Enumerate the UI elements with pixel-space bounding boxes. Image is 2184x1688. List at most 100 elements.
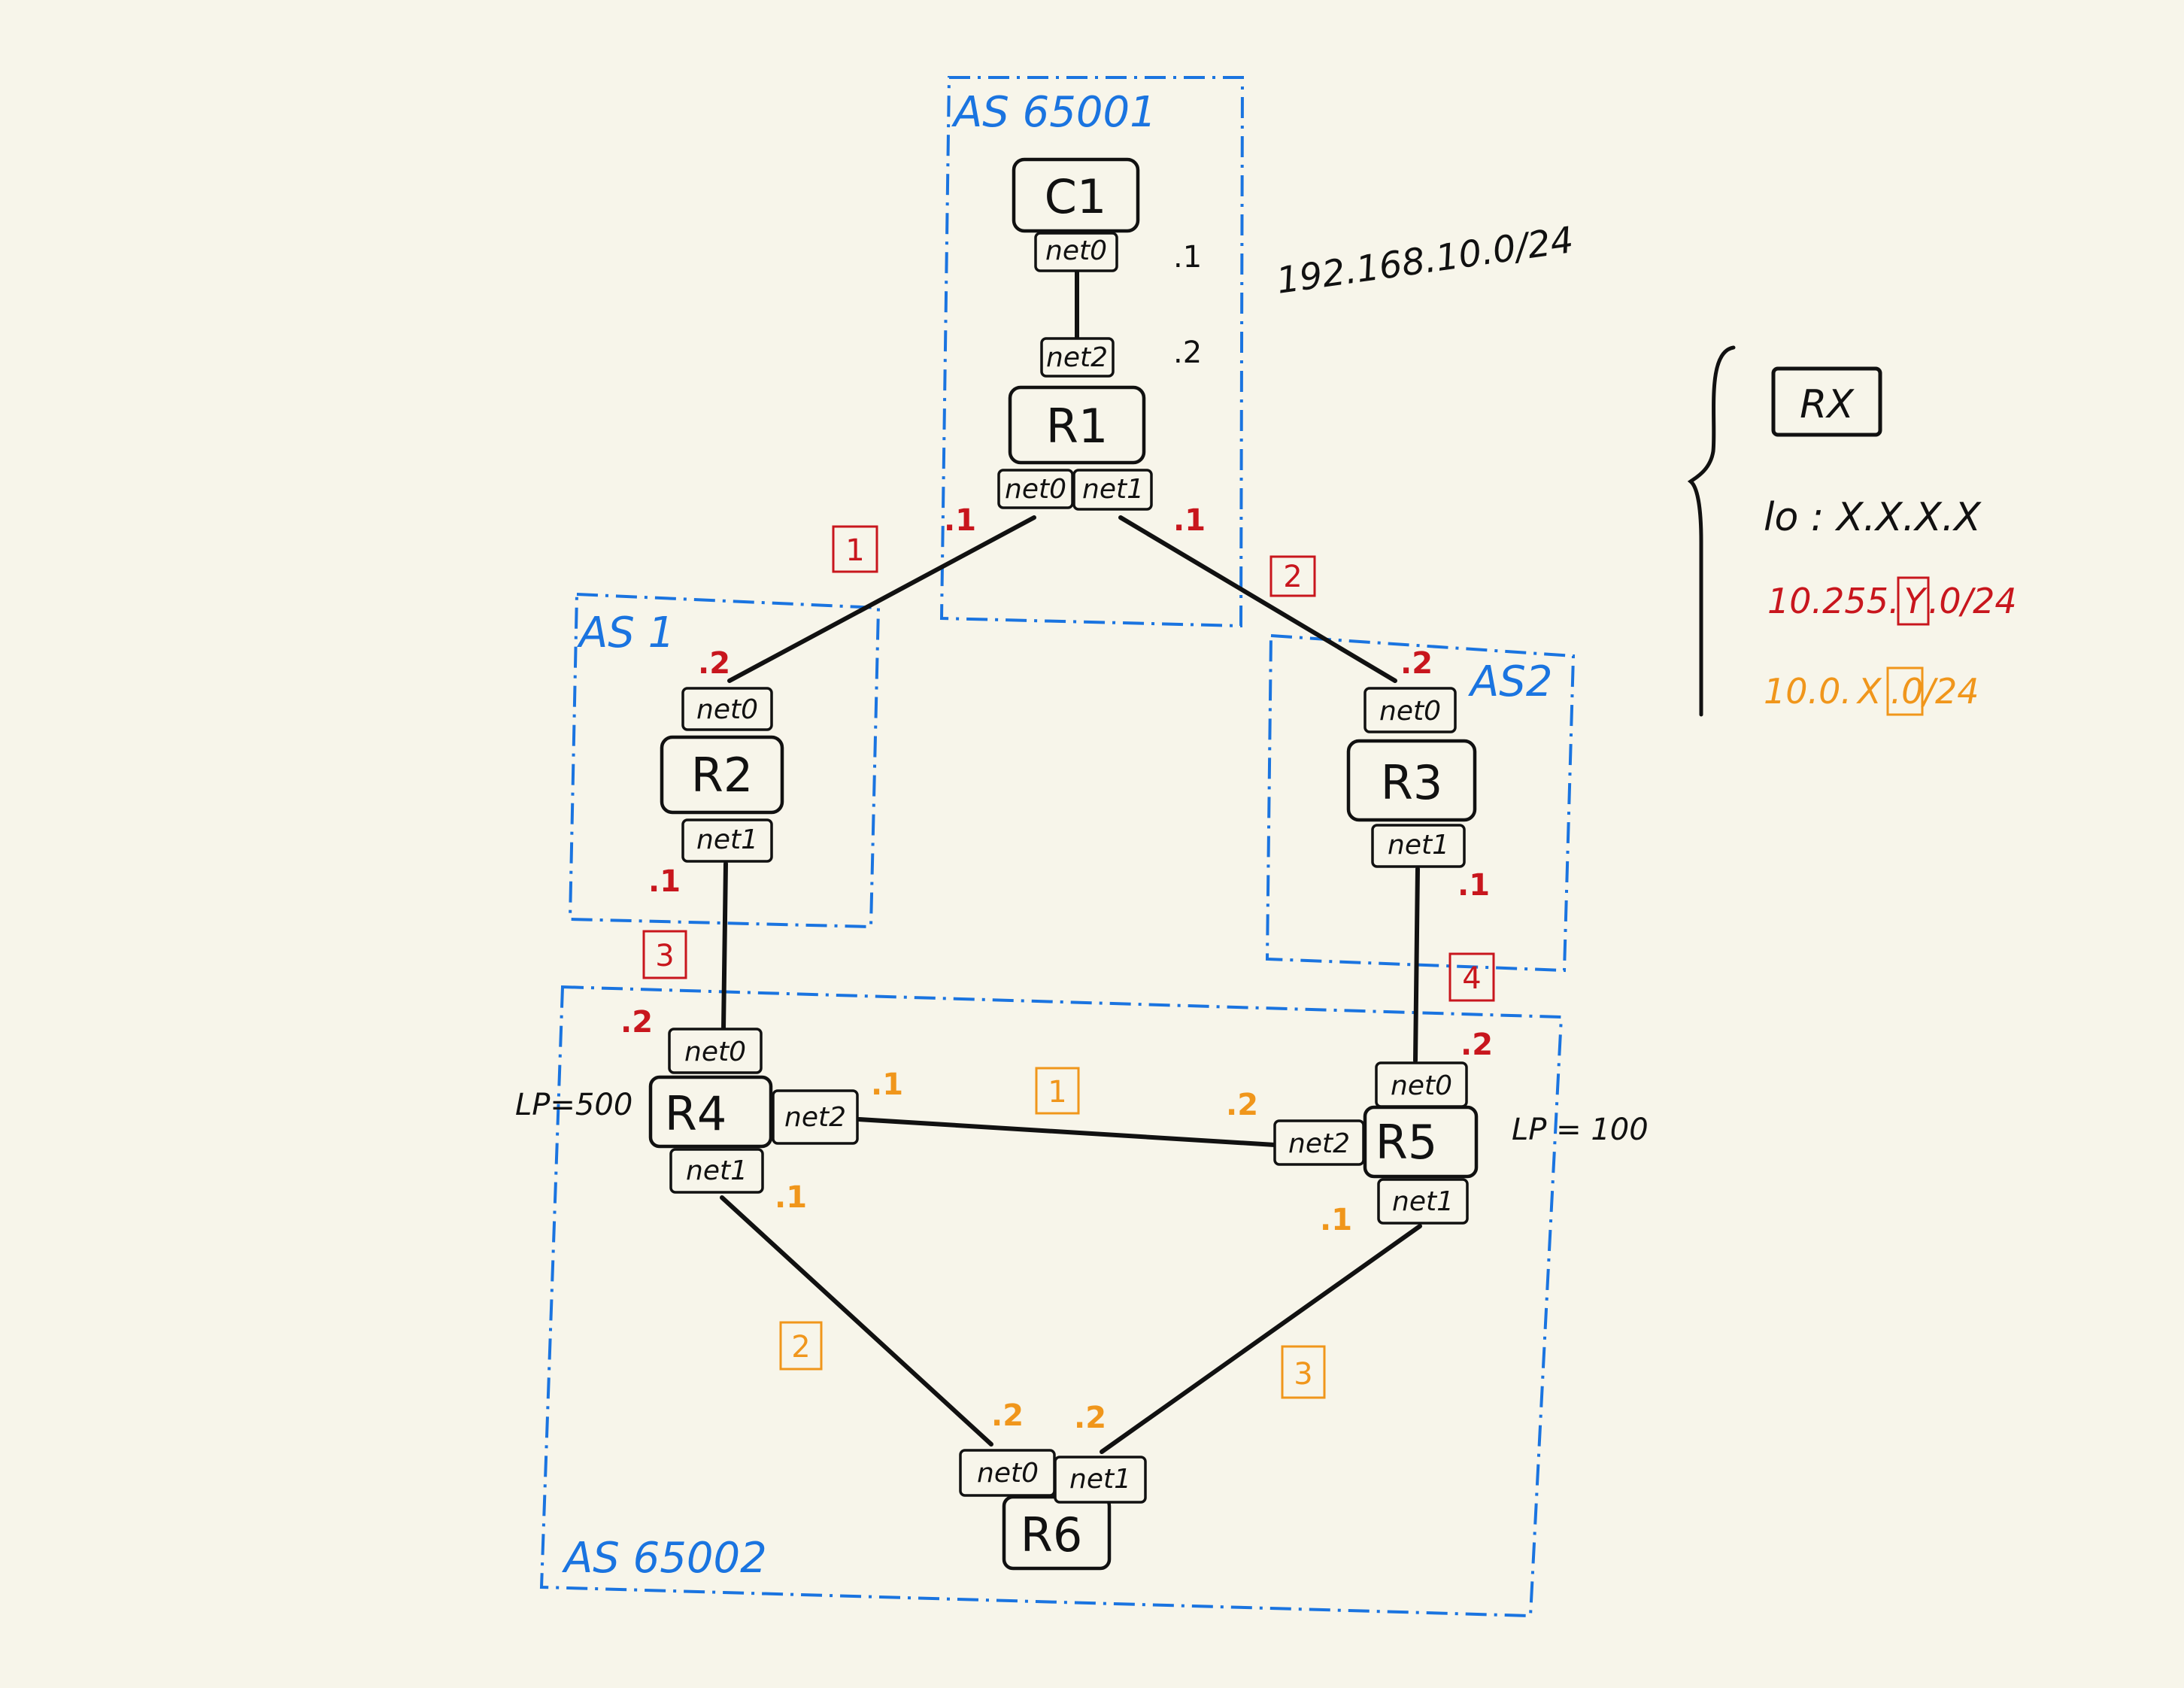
as-65002-label: AS 65002 [562, 1534, 767, 1583]
router-r2[interactable]: R2 [660, 735, 784, 815]
addr-r1-net0: .1 [944, 503, 976, 538]
iface-r5-net2[interactable]: net2 [1273, 1119, 1365, 1166]
host-addresses: .1 .2 .1 .1 .2 .1 .2 .1 .2 .1 .1 .2 .2 .… [620, 240, 1493, 1435]
legend-router-label: RX [1800, 382, 1855, 427]
iface-r4-net1-label: net1 [686, 1155, 748, 1186]
router-r2-label: R2 [691, 748, 754, 803]
iface-r1-net0[interactable]: net0 [997, 469, 1074, 509]
iface-r1-net1[interactable]: net1 [1072, 469, 1153, 511]
router-c1[interactable]: C1 [1012, 157, 1140, 233]
link-tag-r3-r5-label: 4 [1462, 961, 1481, 996]
router-r3-label: R3 [1381, 755, 1443, 810]
iface-r6-net1[interactable]: net1 [1054, 1456, 1147, 1504]
iface-r4-net0-label: net0 [684, 1037, 746, 1067]
iface-r5-net1-label: net1 [1392, 1186, 1454, 1217]
addr-r6-net1: .2 [1074, 1401, 1106, 1435]
addr-r3-net0: .2 [1400, 646, 1433, 681]
iface-c1-net0[interactable]: net0 [1034, 232, 1118, 272]
addr-r5-net0: .2 [1461, 1028, 1493, 1062]
addr-r6-net0: .2 [991, 1398, 1024, 1433]
link-r5-r6 [1100, 1224, 1422, 1454]
link-tag-r4-r6-label: 2 [791, 1330, 810, 1365]
link-tag-r2-r4-label: 3 [655, 939, 674, 973]
as-65001-box: AS 65001 [939, 76, 1245, 628]
as-65001-label: AS 65001 [951, 88, 1157, 137]
iface-r4-net0[interactable]: net0 [668, 1028, 763, 1074]
addr-r5-net2: .2 [1226, 1088, 1258, 1122]
legend-red-suffix: .0/24 [1928, 581, 2017, 621]
router-r6-label: R6 [1021, 1507, 1083, 1562]
router-r1-label: R1 [1046, 399, 1109, 454]
legend-brace [1687, 345, 1736, 717]
router-r4[interactable]: R4 [648, 1075, 773, 1149]
iface-r5-net0[interactable]: net0 [1375, 1061, 1468, 1108]
iface-r2-net0[interactable]: net0 [681, 687, 773, 731]
subnet-c1-r1: 192.168.10.0/24 [1274, 219, 1576, 302]
iface-r3-net1[interactable]: net1 [1371, 824, 1466, 868]
iface-r4-net2-label: net2 [784, 1102, 846, 1133]
link-tag-r4-r6: 2 [779, 1321, 823, 1371]
link-r1-r2 [727, 515, 1036, 683]
link-tag-r5-r6: 3 [1281, 1345, 1326, 1399]
router-r1[interactable]: R1 [1008, 385, 1146, 465]
iface-r1-net2-label: net2 [1046, 342, 1108, 373]
iface-r4-net1[interactable]: net1 [669, 1148, 764, 1194]
link-r3-r5 [1413, 867, 1420, 1063]
iface-r3-net1-label: net1 [1388, 830, 1449, 861]
iface-r2-net1-label: net1 [696, 824, 758, 855]
iface-c1-net0-label: net0 [1045, 235, 1107, 266]
legend-loopback: lo : X.X.X.X [1764, 495, 1982, 540]
addr-r4-net0: .2 [620, 1005, 653, 1040]
addr-c1-net0: .1 [1173, 240, 1202, 275]
legend-orange-prefix: 10.0. [1764, 671, 1852, 712]
router-r3[interactable]: R3 [1346, 739, 1477, 822]
as-2-box: AS2 [1265, 633, 1576, 973]
legend-red-var-box [1897, 576, 1930, 626]
link-r1-r3 [1118, 515, 1397, 683]
links [720, 267, 1422, 1454]
iface-r6-net1-label: net1 [1069, 1464, 1131, 1495]
link-tag-r4-r5: 1 [1035, 1067, 1080, 1115]
addr-r1-net1: .1 [1173, 503, 1206, 538]
addr-r5-net1: .1 [1320, 1203, 1352, 1237]
iface-r5-net1[interactable]: net1 [1377, 1178, 1469, 1225]
legend-red-var: Y [1904, 581, 1928, 621]
link-tag-r1-r3: 2 [1269, 555, 1316, 597]
iface-r5-net2-label: net2 [1288, 1128, 1350, 1159]
iface-r6-net0-label: net0 [977, 1458, 1039, 1489]
iface-r3-net0-label: net0 [1379, 696, 1441, 727]
iface-r2-net0-label: net0 [696, 694, 758, 725]
link-r4-r6 [720, 1195, 993, 1447]
iface-r3-net0[interactable]: net0 [1363, 687, 1457, 733]
link-r4-r5 [857, 1117, 1277, 1147]
as-1-box: AS 1 [568, 592, 881, 929]
iface-r1-net2[interactable]: net2 [1040, 337, 1115, 378]
addr-r2-net1: .1 [648, 864, 681, 899]
legend-router-box [1771, 366, 1882, 437]
as-1-label: AS 1 [577, 609, 675, 657]
iface-r1-net0-label: net0 [1005, 474, 1066, 505]
local-pref-r5: LP = 100 [1512, 1113, 1649, 1147]
iface-r4-net2[interactable]: net2 [772, 1089, 859, 1145]
router-r6[interactable]: R6 [1002, 1495, 1112, 1571]
link-tag-r1-r3-label: 2 [1283, 560, 1302, 594]
link-tag-r2-r4: 3 [642, 930, 687, 979]
router-r5[interactable]: R5 [1363, 1105, 1479, 1179]
legend-orange-var-box [1886, 666, 1924, 716]
iface-r6-net0[interactable]: net0 [959, 1449, 1057, 1497]
legend-orange-subnet: 10.0.X.0/24 [1764, 671, 1979, 712]
link-tag-r3-r5: 4 [1448, 952, 1495, 1002]
local-pref-r4: LP=500 [515, 1088, 632, 1122]
router-r5-label: R5 [1376, 1115, 1438, 1170]
link-tag-r1-r2-label: 1 [845, 533, 864, 568]
legend-red-subnet: 10.255.Y.0/24 [1767, 581, 2017, 621]
link-tag-r5-r6-label: 3 [1294, 1357, 1312, 1392]
legend-orange-suffix: .0/24 [1891, 671, 1979, 712]
legend-red-prefix: 10.255. [1767, 581, 1900, 621]
addr-r4-net1: .1 [775, 1180, 807, 1215]
link-tag-r1-r2: 1 [832, 525, 878, 573]
legend-orange-var: X [1856, 671, 1882, 712]
as-65002-box: AS 65002 [539, 985, 1564, 1618]
iface-r2-net1[interactable]: net1 [681, 818, 773, 863]
